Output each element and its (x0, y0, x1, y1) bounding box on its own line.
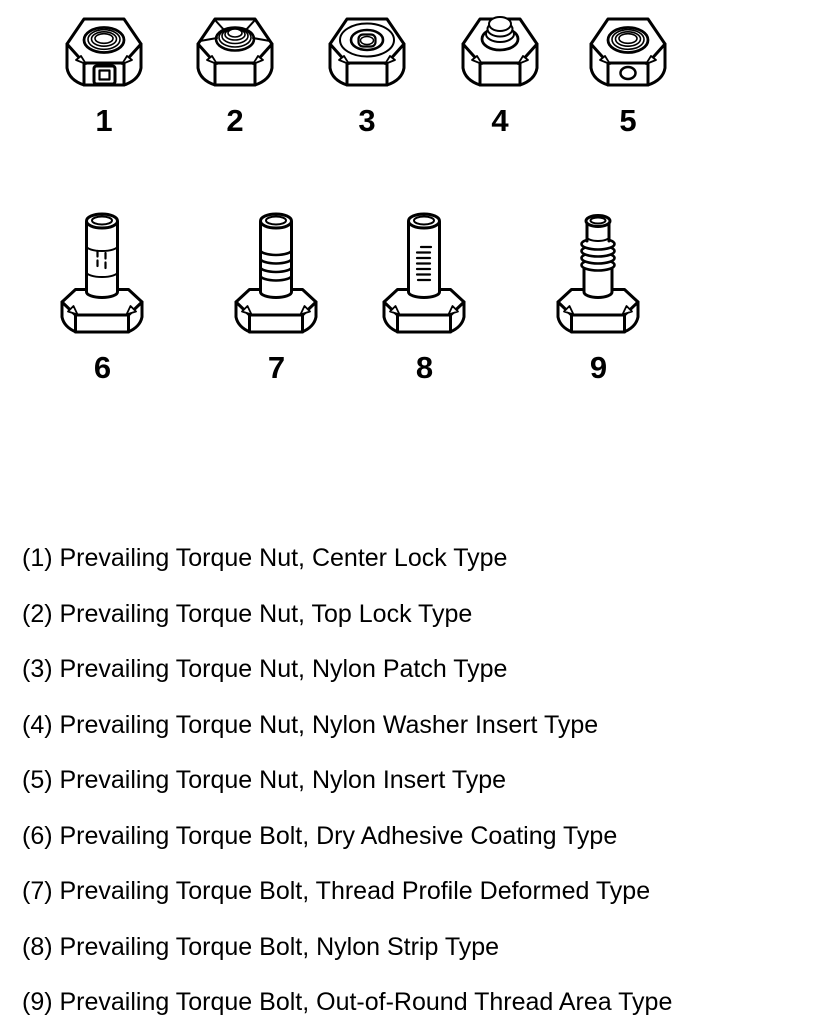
bolt-out-of-round-thread-area-illustration (556, 214, 640, 334)
legend-item: (9) Prevailing Torque Bolt, Out-of-Round… (22, 988, 673, 1016)
figure-nut-center-lock: 1 (59, 12, 149, 138)
figure-number: 9 (589, 350, 608, 385)
nut-top-lock-illustration (196, 17, 274, 87)
legend: (1) Prevailing Torque Nut, Center Lock T… (22, 531, 822, 1031)
legend-item: (4) Prevailing Torque Nut, Nylon Washer … (22, 710, 599, 739)
nut-center-lock-illustration (65, 17, 143, 87)
nut-nylon-washer-insert-illustration (461, 16, 539, 87)
legend-item: (5) Prevailing Torque Nut, Nylon Insert … (22, 766, 507, 794)
figure-bolt-out-of-round-thread-area: 9 (551, 206, 646, 385)
figure-number: 4 (491, 103, 509, 138)
figure-nut-nylon-patch: 3 (322, 12, 412, 138)
legend-item: (1) Prevailing Torque Nut, Center Lock T… (22, 544, 508, 572)
legend-item: (3) Prevailing Torque Nut, Nylon Patch T… (22, 655, 508, 683)
figure-nut-top-lock: 2 (190, 12, 280, 138)
nut-nylon-insert-illustration (589, 17, 667, 87)
nut-nylon-patch-illustration (328, 17, 406, 87)
bolt-thread-profile-deformed-illustration (234, 212, 318, 334)
figure-number: 2 (226, 103, 244, 138)
legend-item: (2) Prevailing Torque Nut, Top Lock Type (22, 599, 473, 628)
figure-number: 8 (415, 350, 434, 385)
bolt-nylon-strip-illustration (382, 212, 466, 334)
figure-number: 7 (267, 350, 286, 385)
figure-bolt-dry-adhesive-coating: 6 (55, 206, 150, 385)
figure-number: 1 (95, 103, 113, 138)
figure-bolt-thread-profile-deformed: 7 (229, 206, 324, 385)
figure-number: 6 (93, 350, 112, 385)
legend-item: (6) Prevailing Torque Bolt, Dry Adhesive… (22, 821, 618, 850)
figure-nut-nylon-insert: 5 (583, 12, 673, 138)
figure-number: 3 (358, 103, 376, 138)
figure-nut-nylon-washer-insert: 4 (455, 12, 545, 138)
bolt-dry-adhesive-coating-illustration (60, 212, 144, 334)
figure-bolt-nylon-strip: 8 (377, 206, 472, 385)
legend-item: (7) Prevailing Torque Bolt, Thread Profi… (22, 877, 651, 905)
legend-item: (8) Prevailing Torque Bolt, Nylon Strip … (22, 932, 500, 961)
figure-number: 5 (619, 103, 637, 138)
